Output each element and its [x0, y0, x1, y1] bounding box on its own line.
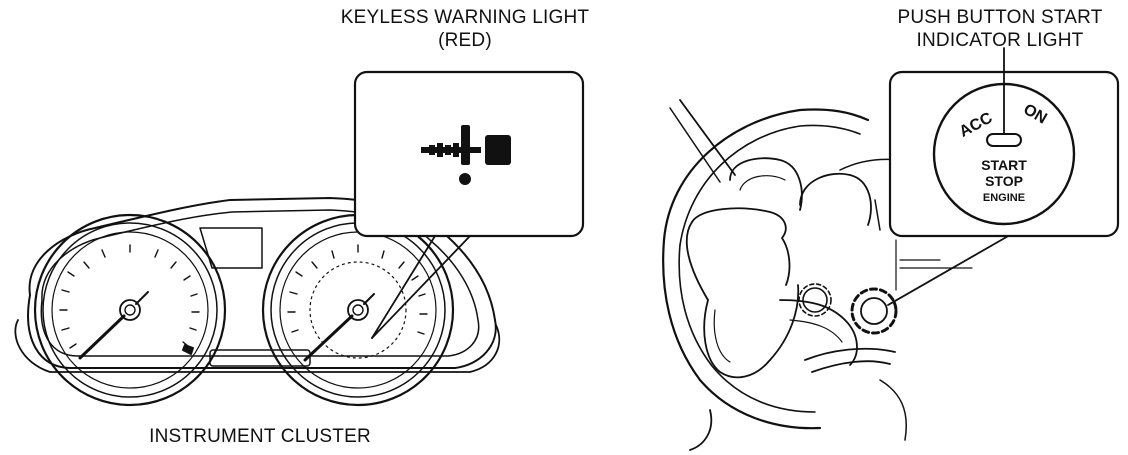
right-gauge	[261, 213, 455, 407]
keyless-warning-callout	[353, 70, 585, 238]
keyless-warning-icon	[421, 125, 511, 185]
keyless-warning-light-color: (RED)	[438, 30, 492, 51]
push-button-start-line1: PUSH BUTTON START	[897, 7, 1103, 28]
keyless-warning-light-title: KEYLESS WARNING LIGHT	[340, 7, 590, 28]
instrument-cluster	[14, 197, 501, 407]
push-button-start-line2: INDICATOR LIGHT	[916, 30, 1084, 51]
push-start-button-location	[860, 297, 888, 325]
instrument-cluster-label: INSTRUMENT CLUSTER	[149, 426, 371, 447]
push-button-start-indicator-label: PUSH BUTTON START INDICATOR LIGHT	[875, 6, 1125, 52]
keyless-warning-light-label: KEYLESS WARNING LIGHT (RED)	[300, 6, 630, 52]
engine-label: ENGINE	[983, 192, 1025, 204]
start-label: START	[981, 157, 1027, 173]
stop-label: STOP	[985, 173, 1023, 189]
push-button-start-callout	[888, 47, 1120, 238]
left-gauge	[33, 213, 227, 407]
